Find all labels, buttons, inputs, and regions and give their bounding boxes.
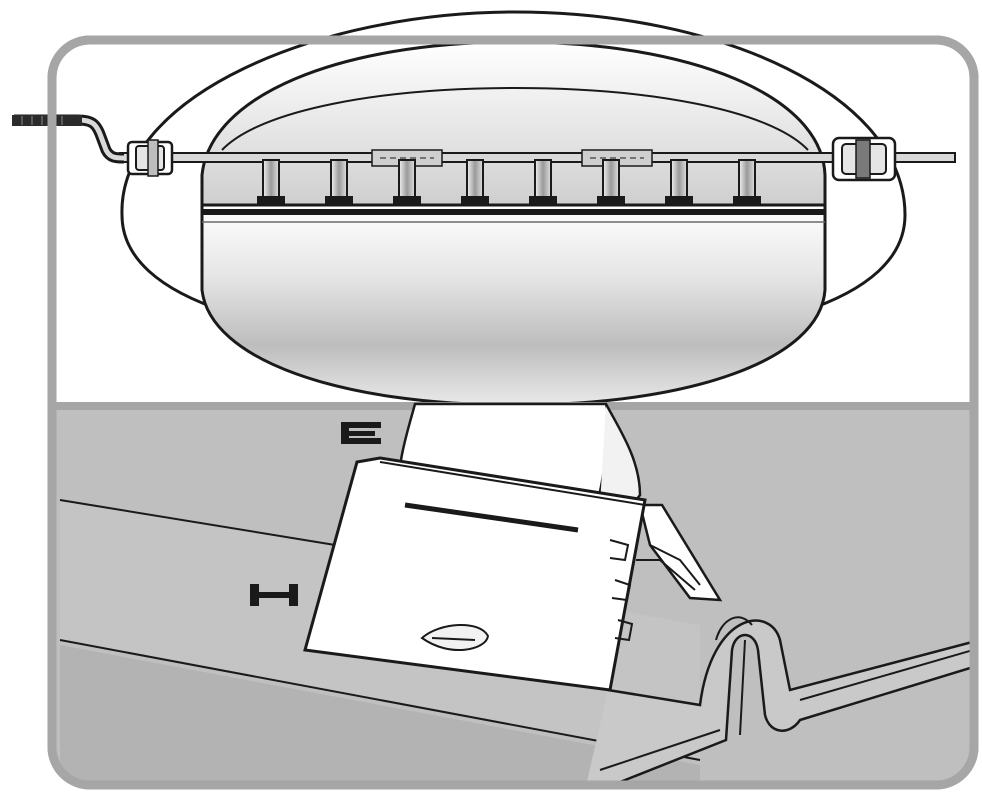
- support-post: [393, 159, 421, 206]
- support-post: [325, 159, 353, 206]
- support-post: [733, 159, 761, 206]
- bowl: [200, 203, 827, 407]
- callout-e: E: [341, 422, 381, 444]
- support-post: [665, 159, 693, 206]
- plate-h: [303, 456, 647, 692]
- support-post: [257, 159, 285, 206]
- support-post: [597, 159, 625, 206]
- top-panel: [12, 10, 956, 407]
- side-brace: [636, 503, 723, 602]
- rod-clip-left: [126, 139, 174, 177]
- support-post: [461, 159, 489, 206]
- rod-clip-right: [831, 136, 897, 182]
- support-post: [529, 159, 557, 206]
- screw-slot: [420, 624, 490, 651]
- edge-fold: [585, 616, 974, 785]
- frame-border: [47, 35, 979, 790]
- callout-h: H: [250, 584, 298, 606]
- support-posts: [257, 159, 761, 206]
- bottom-panel: [52, 402, 974, 785]
